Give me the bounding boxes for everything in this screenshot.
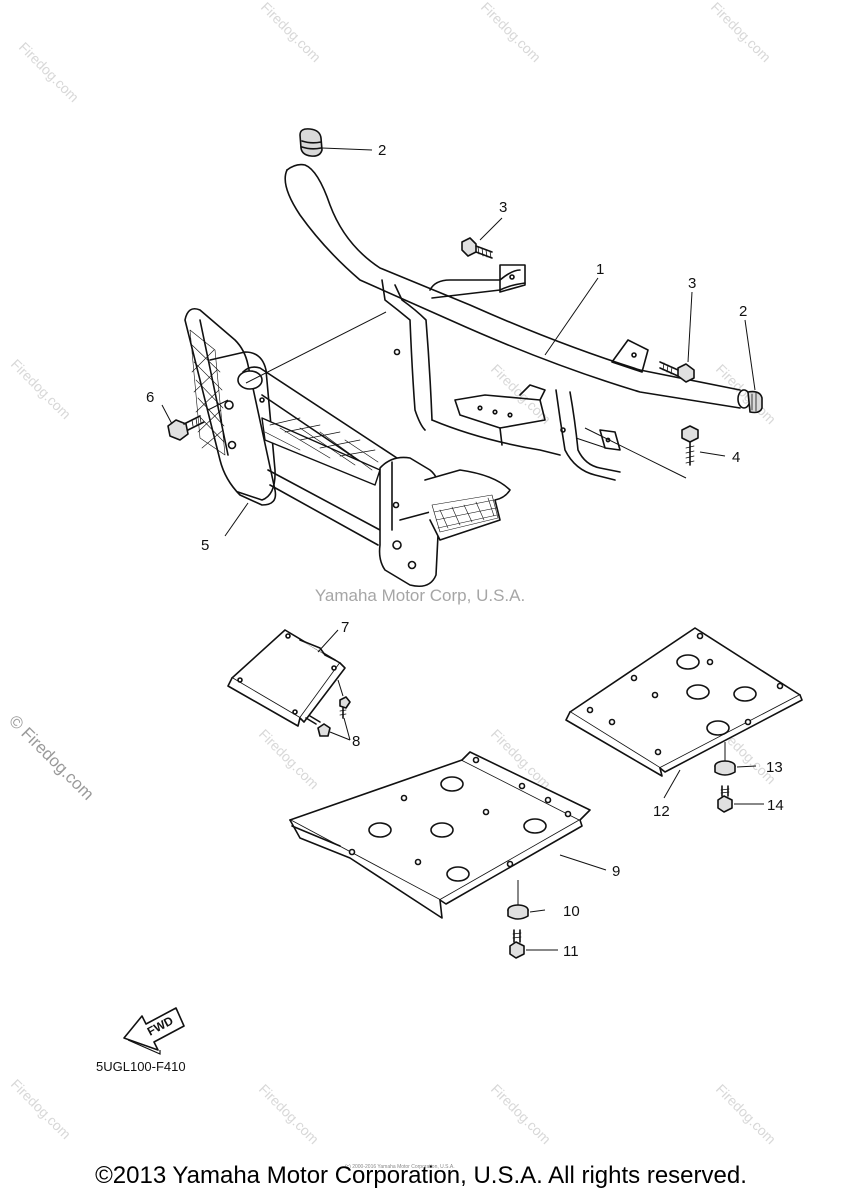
bolt-11 xyxy=(509,929,525,959)
callout-14: 14 xyxy=(767,797,784,814)
skid-plate-7 xyxy=(227,629,346,727)
callouts: 2 3 1 3 2 6 4 5 7 8 9 10 11 12 13 14 xyxy=(146,142,784,960)
skid-plate-assembly xyxy=(227,627,803,959)
front-guard-assembly xyxy=(167,128,763,588)
callout-8: 8 xyxy=(352,733,360,750)
callout-2-top: 2 xyxy=(378,142,386,159)
watermark-text: Firedog.com xyxy=(713,361,779,427)
callout-11: 11 xyxy=(563,943,579,960)
leader-lines-lower xyxy=(317,629,764,951)
callout-7: 7 xyxy=(341,619,349,636)
callout-6: 6 xyxy=(146,389,154,406)
copyright-footer: ©2013 Yamaha Motor Corporation, U.S.A. A… xyxy=(95,1162,747,1189)
watermark-text: Firedog.com xyxy=(478,0,544,65)
callout-1: 1 xyxy=(596,261,604,278)
callout-4: 4 xyxy=(732,449,740,466)
collar-13 xyxy=(714,760,736,776)
watermark-text: Firedog.com xyxy=(488,1081,554,1147)
callout-9: 9 xyxy=(612,863,620,880)
callout-2-right: 2 xyxy=(739,303,747,320)
bolt-3-right xyxy=(659,361,695,383)
grip-cap-top xyxy=(299,128,323,157)
callout-13: 13 xyxy=(766,759,783,776)
bolt-3-left xyxy=(461,237,493,259)
skid-plate-12 xyxy=(565,627,803,777)
callout-3-left: 3 xyxy=(499,199,507,216)
forward-arrow-icon: FWD xyxy=(123,1007,185,1055)
bumper-guard xyxy=(184,307,511,588)
bolt-4 xyxy=(681,425,699,466)
bolt-6 xyxy=(167,415,205,441)
skid-plate-9 xyxy=(289,751,591,919)
bolt-14 xyxy=(717,785,733,813)
callout-10: 10 xyxy=(563,903,580,920)
collar-10 xyxy=(507,904,529,920)
watermark-text: Firedog.com xyxy=(708,0,774,65)
side-watermark-text: © Firedog.com xyxy=(5,711,97,803)
watermark-text: Firedog.com xyxy=(256,726,322,792)
callout-12: 12 xyxy=(653,803,670,820)
watermark-text: Firedog.com xyxy=(713,1081,779,1147)
part-code: 5UGL100-F410 xyxy=(96,1059,186,1074)
front-guard-tube xyxy=(284,163,751,481)
corp-watermark-label: Yamaha Motor Corp, U.S.A. xyxy=(315,586,525,605)
callout-5: 5 xyxy=(201,537,209,554)
watermark-text: Firedog.com xyxy=(16,39,82,105)
grip-cap-right xyxy=(747,390,763,414)
small-print: (c) 2000-2016 Yamaha Motor Corporation, … xyxy=(345,1164,455,1170)
bolt-8-lower xyxy=(305,715,331,737)
watermark-text: Firedog.com xyxy=(8,356,74,422)
callout-3-right: 3 xyxy=(688,275,696,292)
bolt-8-upper xyxy=(339,696,351,719)
watermark-text: Firedog.com xyxy=(8,1076,74,1142)
watermark-text: Firedog.com xyxy=(258,0,324,65)
watermark-text: Firedog.com xyxy=(256,1081,322,1147)
leader-lines-upper xyxy=(161,147,756,537)
